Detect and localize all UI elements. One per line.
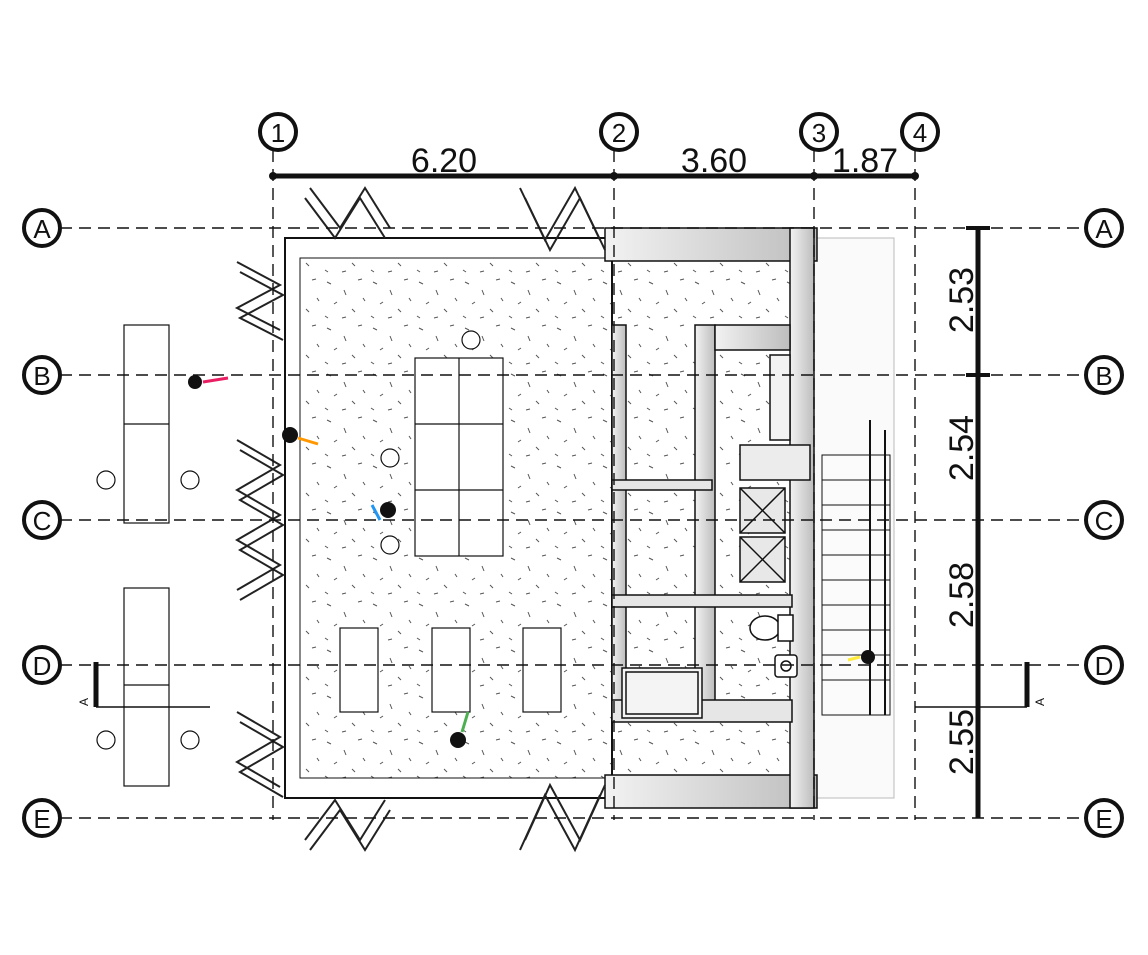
grid-bubble-label-col-4: 4	[913, 118, 927, 148]
section-label-left: A	[77, 698, 91, 706]
staircase	[821, 420, 891, 716]
grid-bubble-label-row-B-right: B	[1095, 361, 1112, 391]
section-label-right: A	[1033, 698, 1047, 706]
grid-bubble-label-col-1: 1	[271, 118, 285, 148]
grid-bubble-col-3	[799, 112, 839, 152]
grid-bubble-row-E-left	[22, 798, 62, 838]
grid-bubble-row-D-right	[1084, 645, 1124, 685]
grid-bubble-row-E-right	[1084, 798, 1124, 838]
dim-label-1-2: 6.20	[411, 142, 477, 180]
dim-label-3-4: 1.87	[832, 142, 898, 180]
grid-bubble-label-row-C-right: C	[1095, 506, 1114, 536]
toilet-icon	[749, 614, 794, 642]
grid-lines	[60, 150, 1085, 820]
grid-bubble-label-row-A-left: A	[33, 214, 51, 244]
grid-bubble-row-B-left	[22, 355, 62, 395]
grid-bubble-row-D-left	[22, 645, 62, 685]
grid-bubble-row-A-right	[1084, 208, 1124, 248]
grid-bubble-label-row-C-left: C	[33, 506, 52, 536]
grid-bubble-row-C-left	[22, 500, 62, 540]
stool-icons	[380, 330, 481, 555]
grid-bubble-label-col-2: 2	[612, 118, 626, 148]
grid-bubble-label-row-E-right: E	[1095, 804, 1112, 834]
grid-bubble-label-row-B-left: B	[33, 361, 50, 391]
dim-label-b-c: 2.54	[943, 415, 981, 481]
grid-bubbles: 1 2 3 4A A B B C C D D E E	[22, 112, 1124, 838]
grid-bubble-label-row-D-left: D	[33, 651, 52, 681]
folding-lattice-panels	[234, 185, 606, 853]
exterior-benches	[96, 324, 200, 787]
small-tables	[339, 627, 562, 713]
top-dimension-chain: 6.20 3.60 1.87	[269, 142, 919, 180]
grid-bubble-label-row-D-right: D	[1095, 651, 1114, 681]
section-marker-right: A	[915, 662, 1047, 708]
person-icons	[188, 375, 875, 748]
grid-bubble-row-A-left	[22, 208, 62, 248]
grid-bubble-col-2	[599, 112, 639, 152]
grid-bubble-col-4	[900, 112, 940, 152]
dim-label-c-d: 2.58	[943, 562, 981, 628]
dim-label-2-3: 3.60	[681, 142, 747, 180]
grid-bubble-label-row-A-right: A	[1095, 214, 1113, 244]
grid-bubble-row-C-right	[1084, 500, 1124, 540]
dim-label-a-b: 2.53	[943, 267, 981, 333]
basin-icon	[774, 654, 798, 678]
grid-bubble-row-B-right	[1084, 355, 1124, 395]
grid-bubble-label-col-3: 3	[812, 118, 826, 148]
dim-label-d-e: 2.55	[943, 709, 981, 775]
central-table	[414, 357, 504, 557]
right-dimension-chain: 2.53 2.54 2.58 2.55	[943, 226, 990, 818]
section-marker-left: A	[77, 662, 210, 708]
grid-bubble-col-1	[258, 112, 298, 152]
grid-bubble-label-row-E-left: E	[33, 804, 50, 834]
service-block	[604, 227, 818, 809]
